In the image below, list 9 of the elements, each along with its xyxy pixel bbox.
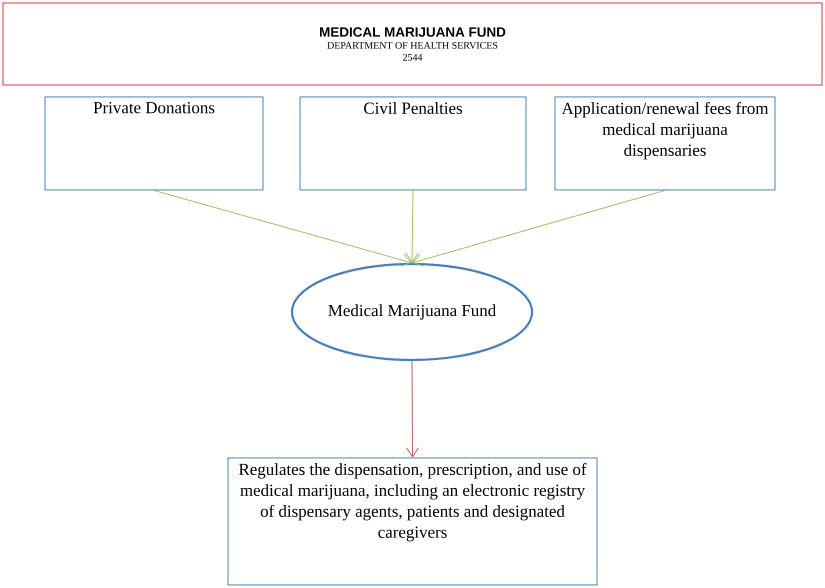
title-box: MEDICAL MARIJUANA FUND DEPARTMENT OF HEALTH SERVICES 2544: [2, 2, 822, 86]
arrow: [406, 190, 419, 263]
source-box: Private Donations: [44, 96, 264, 190]
source-box: Civil Penalties: [300, 96, 526, 190]
arrow: [154, 190, 412, 266]
arrow: [412, 190, 666, 266]
purpose-box: Regulates the dispensation, prescription, and use of medical marijuana, including an electronic registry of dispensary agents, patients and designated caregivers: [228, 458, 598, 586]
arrow: [406, 360, 419, 458]
source-box: Application/renewal fees from medical marijuana dispensaries: [554, 96, 776, 190]
